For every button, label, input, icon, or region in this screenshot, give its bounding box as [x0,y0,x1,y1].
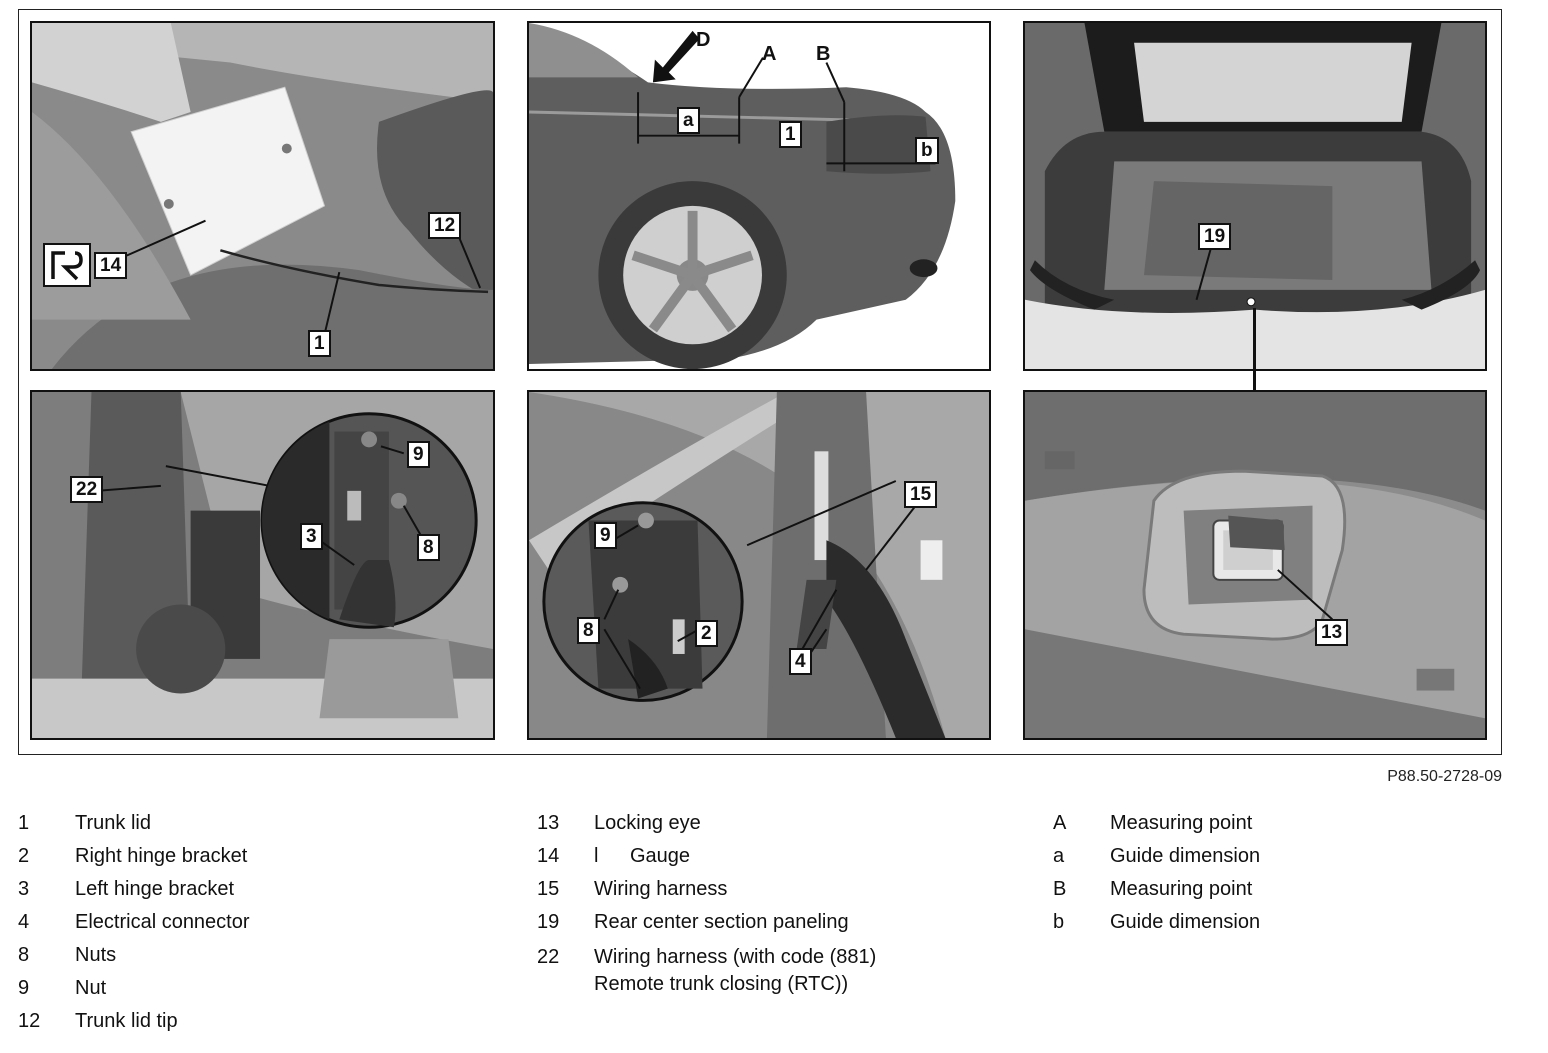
legend-number: B [1053,878,1067,900]
legend-text: Guide dimension [1110,845,1261,867]
legend-text: Guide dimension [1110,911,1261,933]
legend-item: B Measuring point [1053,878,1533,911]
legend-text: Trunk lid tip [75,1010,178,1032]
legend-text: Wiring harness [594,878,728,900]
legend-number: 9 [18,977,30,999]
panel-trunk-lid-gauge: 14 12 1 [30,21,495,371]
legend-text: Wiring harness (with code (881) [594,946,877,968]
legend-number: 13 [537,812,560,834]
legend-text: Rear center section paneling [594,911,849,933]
letter-d: D [696,29,711,51]
callout-19: 19 [1198,223,1232,250]
legend-text: Electrical connector [75,911,250,933]
legend-number: 22 [537,946,560,968]
legend-text: Gauge [630,845,691,867]
callout-13: 13 [1315,619,1349,646]
letter-a-upper: A [762,43,777,65]
car-rear-photo [529,23,989,369]
legend-item: 15 Wiring harness [537,878,1017,911]
trunk-lid-gauge-photo [32,23,493,369]
legend-column-1: 1 Trunk lid 2 Right hinge bracket 3 Left hi… [18,812,498,1043]
legend-item: 1 Trunk lid [18,812,498,845]
callout-2: 2 [695,620,718,647]
gauge-tool-icon [43,243,91,287]
legend-item: 4 Electrical connector [18,911,498,944]
legend-text: Locking eye [594,812,701,834]
legend-number: 1 [18,812,30,834]
legend-item: a Guide dimension [1053,845,1533,878]
legend-number: 8 [18,944,30,966]
panel-right-hinge: 9 15 8 2 4 [527,390,991,740]
legend-item: 3 Left hinge bracket [18,878,498,911]
legend-number: b [1053,911,1065,933]
callout-14: 14 [94,252,128,279]
detail-connector-line [1253,308,1256,392]
legend-item: 2 Right hinge bracket [18,845,498,878]
legend-text: Nut [75,977,107,999]
legend-item: 12 Trunk lid tip [18,1010,498,1043]
legend-number: 14 [537,845,560,867]
legend-number: 2 [18,845,30,867]
callout-15: 15 [904,481,938,508]
callout-9: 9 [594,522,617,549]
legend-item: 22 Wiring harness (with code (881) Remote … [537,944,1017,1004]
legend-number: 4 [18,911,30,933]
callout-12: 12 [428,212,462,239]
panel-left-hinge: 22 9 3 8 [30,390,495,740]
legend-number: A [1053,812,1067,834]
dimension-a-label: a [677,107,700,134]
legend-number: 12 [18,1010,41,1032]
legend-text: Nuts [75,944,117,966]
legend-item: 9 Nut [18,977,498,1010]
locking-eye-photo [1025,392,1485,738]
legend-item: 14 l Gauge [537,845,1017,878]
callout-8: 8 [577,617,600,644]
legend-item: 19 Rear center section paneling [537,911,1017,944]
legend-text: Right hinge bracket [75,845,248,867]
legend-text: Measuring point [1110,878,1253,900]
legend-item: b Guide dimension [1053,911,1533,944]
callout-22: 22 [70,476,104,503]
figure-id: P88.50-2728-09 [1387,768,1502,785]
legend-number: 19 [537,911,560,933]
callout-8: 8 [417,534,440,561]
legend-text: Trunk lid [75,812,151,834]
panel-car-rear-measuring: D A B a b 1 [527,21,991,371]
legend-item: 8 Nuts [18,944,498,977]
legend-text-continued: Remote trunk closing (RTC)) [594,973,849,995]
legend-number: a [1053,845,1065,867]
callout-1: 1 [308,330,331,357]
legend-item: A Measuring point [1053,812,1533,845]
legend-prefix: l [594,845,599,867]
letter-b-upper: B [816,43,831,65]
legend-number: 3 [18,878,30,900]
callout-3: 3 [300,523,323,550]
legend-number: 15 [537,878,560,900]
callout-9: 9 [407,441,430,468]
legend-item: 13 Locking eye [537,812,1017,845]
right-hinge-photo [529,392,989,738]
callout-4: 4 [789,648,812,675]
legend-text: Measuring point [1110,812,1253,834]
dimension-b-label: b [915,137,939,164]
legend-text: Left hinge bracket [75,878,234,900]
callout-1: 1 [779,121,802,148]
panel-locking-eye: 13 [1023,390,1487,740]
